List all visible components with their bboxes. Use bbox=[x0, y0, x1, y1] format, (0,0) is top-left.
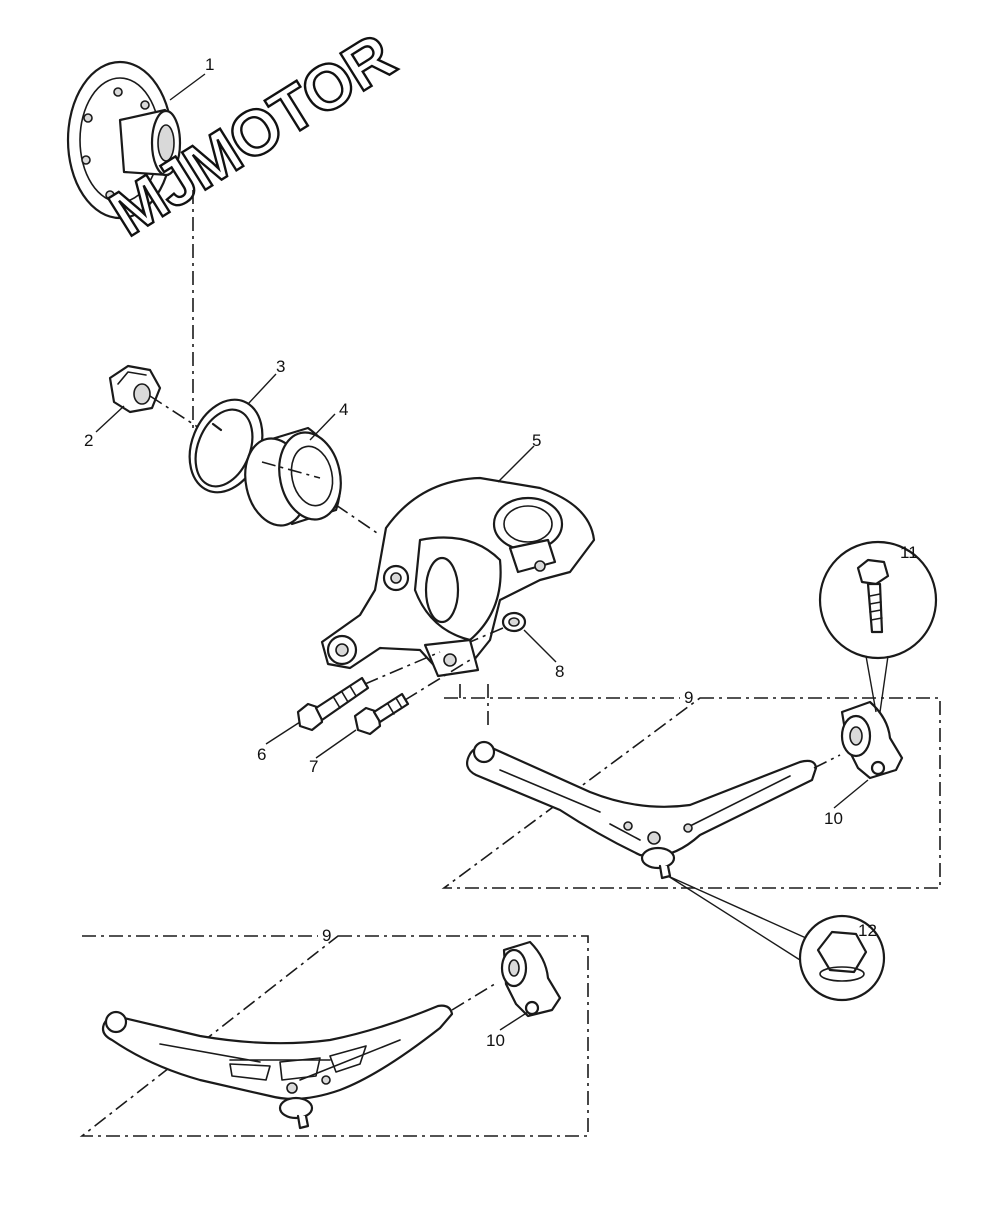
steering-knuckle bbox=[320, 476, 596, 678]
callout-4: 4 bbox=[339, 400, 348, 419]
small-nut bbox=[501, 611, 527, 633]
arm-bolt-detail bbox=[818, 540, 938, 713]
wheel-hub-flange bbox=[66, 60, 182, 220]
hub-nut bbox=[108, 364, 162, 414]
callout-1: 1 bbox=[205, 55, 214, 74]
callout-6: 6 bbox=[257, 745, 266, 764]
ball-joint-nut-detail bbox=[667, 875, 886, 1002]
callout-7: 7 bbox=[309, 757, 318, 776]
snap-ring bbox=[188, 398, 264, 494]
callout-10-upper: 10 bbox=[824, 809, 843, 828]
lower-arm-bushing bbox=[500, 940, 562, 1018]
wheel-bearing bbox=[244, 426, 342, 527]
callout-9-lower: 9 bbox=[322, 926, 331, 945]
callout-8: 8 bbox=[555, 662, 564, 681]
callout-12: 12 bbox=[858, 921, 877, 940]
long-bolt bbox=[296, 676, 370, 732]
callout-3: 3 bbox=[276, 357, 285, 376]
callout-5: 5 bbox=[532, 431, 541, 450]
upper-arm-bushing bbox=[840, 700, 904, 780]
callout-9-upper: 9 bbox=[684, 688, 693, 707]
lower-control-arm bbox=[101, 1004, 454, 1130]
callout-2: 2 bbox=[84, 431, 93, 450]
upper-control-arm bbox=[465, 740, 818, 880]
callout-10-lower: 10 bbox=[486, 1031, 505, 1050]
callout-11: 11 bbox=[900, 543, 918, 562]
short-bolt bbox=[353, 692, 410, 736]
